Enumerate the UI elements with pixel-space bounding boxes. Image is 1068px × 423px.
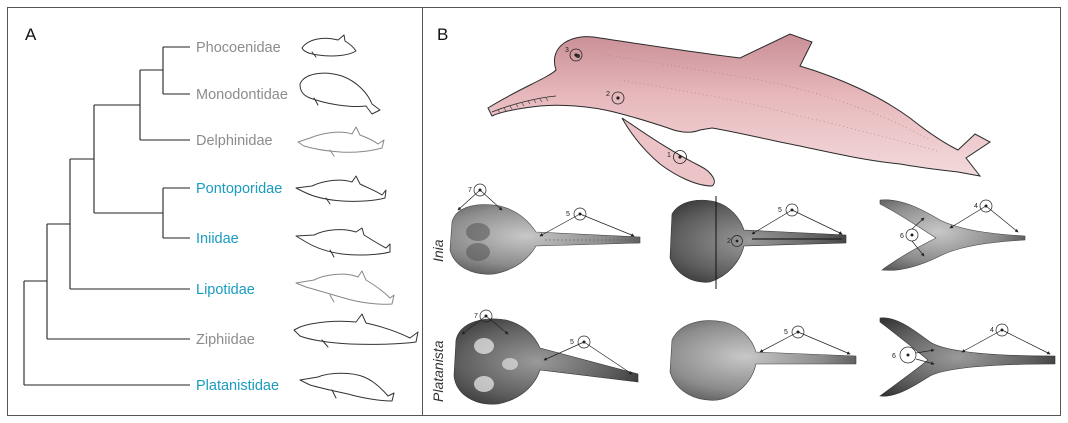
dolphin-body: [488, 34, 990, 176]
platanista-mandible-marker-6: 6: [892, 353, 896, 360]
taxon-label-pontoporidae: Pontoporidae: [196, 181, 282, 197]
skull-annotations: [458, 184, 1050, 374]
genus-label-inia: Inia: [430, 239, 446, 262]
taxon-label-phocoenidae: Phocoenidae: [196, 40, 281, 56]
taxon-label-platanistidae: Platanistidae: [196, 378, 279, 394]
beluga-icon: [300, 73, 380, 114]
platanista-dorsal-marker-5: 5: [570, 339, 574, 346]
taxon-labels: Phocoenidae Monodontidae Delphinidae Pon…: [196, 40, 288, 394]
taxon-label-monodontidae: Monodontidae: [196, 87, 288, 103]
genus-label-platanista: Platanista: [430, 340, 446, 402]
panel-a-label: A: [25, 25, 37, 44]
baiji-icon: [296, 271, 394, 304]
platanista-mandible-marker-4: 4: [990, 327, 994, 334]
platanista-skull-dorsal: [454, 319, 638, 404]
phylogenetic-tree: [24, 47, 190, 385]
panel-b-label: B: [437, 25, 448, 44]
platanista-dorsal-marker-7: 7: [474, 313, 478, 320]
platanista-skull-ventral: [670, 321, 856, 401]
inia-skull-ventral: [670, 196, 846, 289]
taxon-label-lipotidae: Lipotidae: [196, 282, 255, 298]
marker-3: 3: [565, 47, 569, 54]
franciscana-icon: [296, 176, 386, 204]
inia-mandible-marker-4: 4: [974, 203, 978, 210]
marker-2: 2: [606, 91, 610, 98]
dolphin-icon: [298, 127, 384, 156]
inia-ventral-marker-2: 2: [727, 238, 731, 245]
taxon-label-ziphiidae: Ziphiidae: [196, 332, 255, 348]
river-dolphin-icon: [296, 228, 390, 257]
taxon-label-delphinidae: Delphinidae: [196, 133, 273, 149]
inia-ventral-marker-5: 5: [778, 207, 782, 214]
ganges-dolphin-icon: [300, 373, 394, 401]
taxon-label-iniidae: Iniidae: [196, 231, 239, 247]
platanista-ventral-marker-5: 5: [784, 329, 788, 336]
inia-dolphin-illustration: [488, 34, 990, 186]
marker-1: 1: [667, 152, 671, 159]
inia-dorsal-marker-7: 7: [468, 187, 472, 194]
inia-skull-dorsal: [450, 205, 640, 275]
platanista-mandible: [880, 318, 1055, 396]
porpoise-icon: [302, 35, 356, 57]
inia-mandible-marker-6: 6: [900, 233, 904, 240]
inia-dorsal-marker-5: 5: [566, 211, 570, 218]
beaked-whale-icon: [294, 314, 418, 347]
